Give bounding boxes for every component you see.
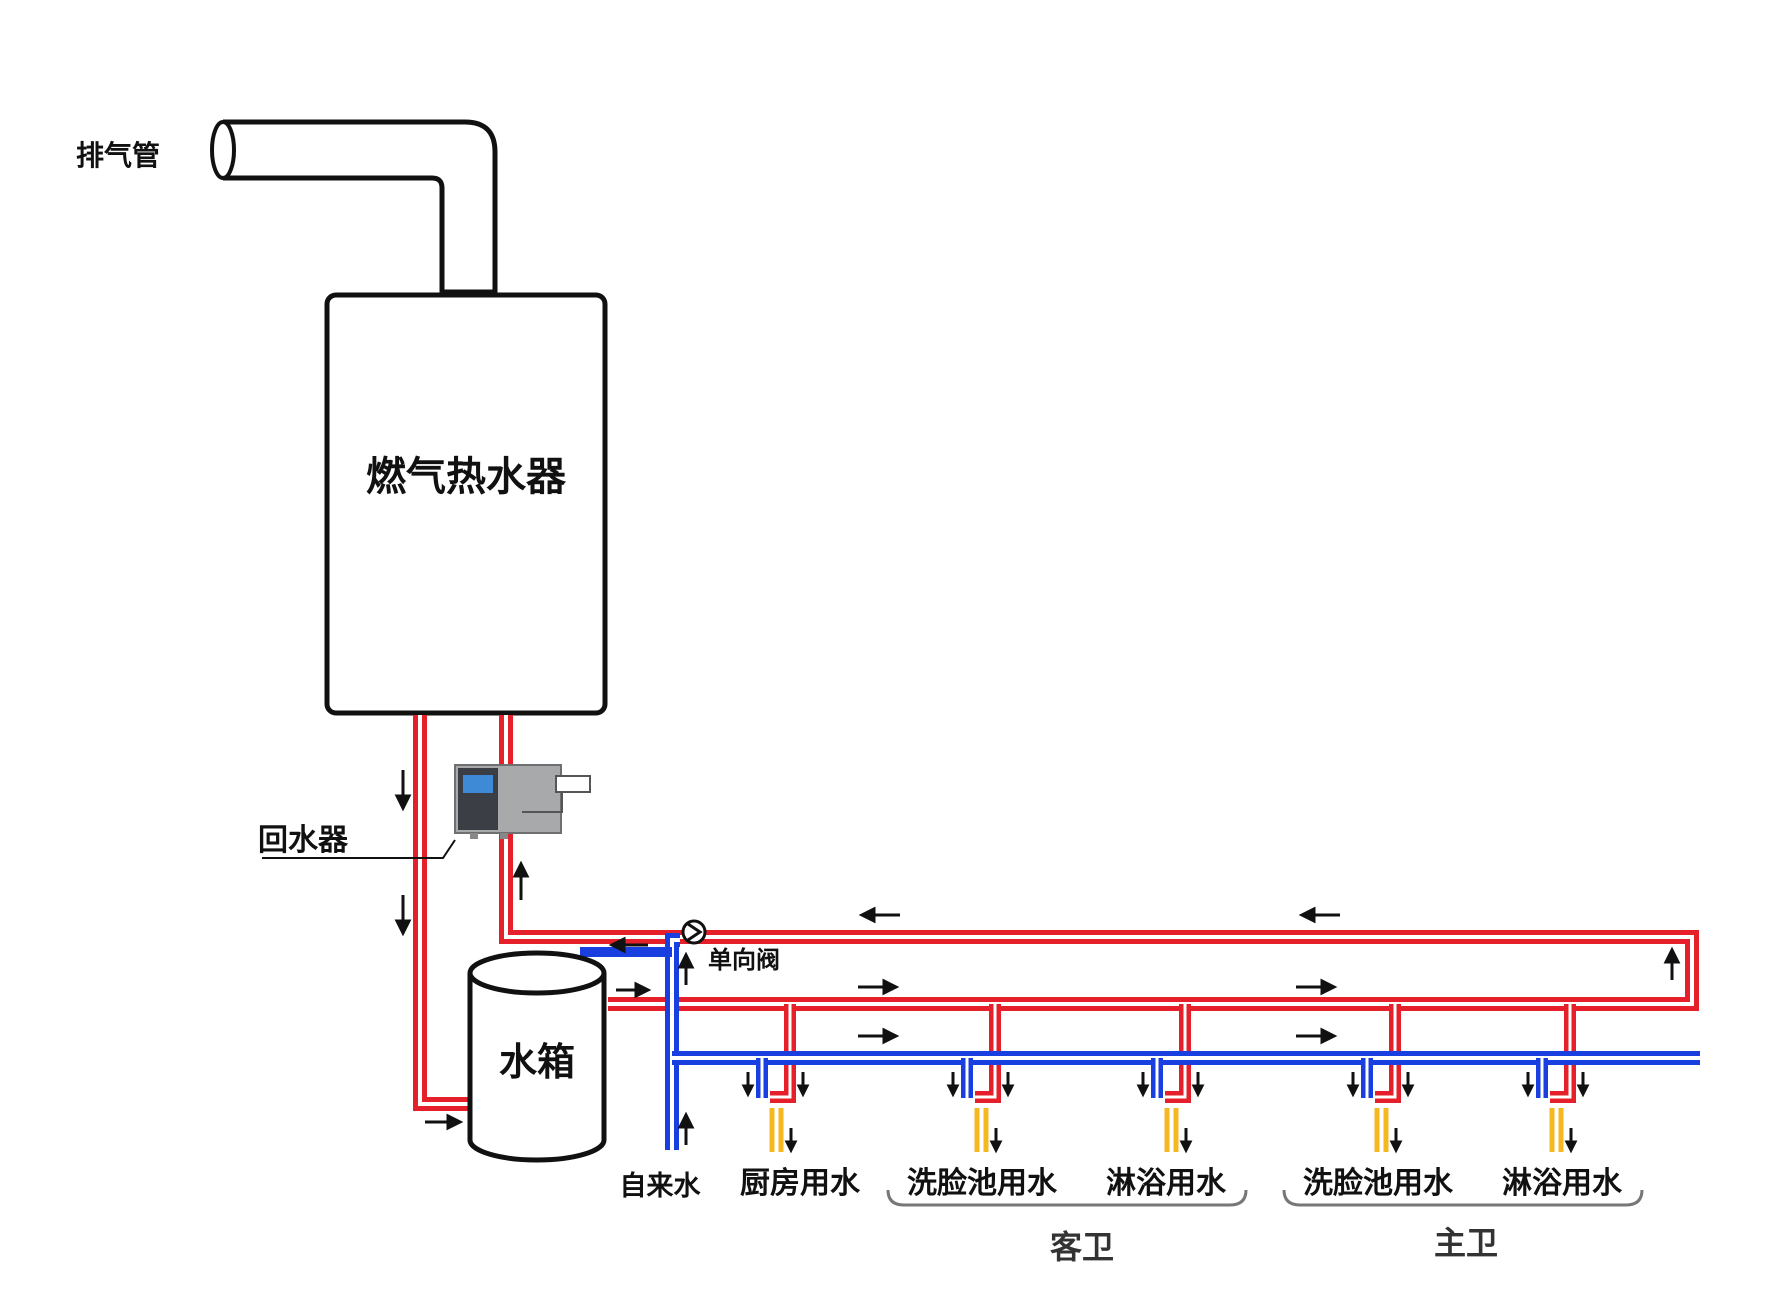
check-valve-label: 单向阀 [708, 946, 780, 974]
check-valve-icon [681, 919, 707, 945]
gas-heater-label: 燃气热水器 [366, 454, 567, 500]
guest-bath-label: 客卫 [1050, 1228, 1114, 1266]
cold-water-pipe [580, 933, 1700, 1150]
master-shower-label: 淋浴用水 [1502, 1166, 1623, 1201]
heater-outlet-pipe [413, 715, 470, 1111]
return-device-leader [262, 839, 456, 859]
water-tank [467, 950, 607, 1163]
gas-heater-body [324, 292, 608, 716]
exhaust-pipe [210, 119, 498, 295]
master-bath-label: 主卫 [1434, 1224, 1498, 1262]
tap-water-label: 自来水 [620, 1170, 702, 1202]
outlet-pipes [769, 1108, 1564, 1152]
guest-shower-label: 淋浴用水 [1106, 1166, 1227, 1201]
master-basin-label: 洗脸池用水 [1303, 1166, 1454, 1201]
master-bath-brace [1282, 1189, 1644, 1207]
guest-basin-label: 洗脸池用水 [907, 1166, 1058, 1201]
kitchen-water-label: 厨房用水 [740, 1166, 861, 1201]
cold-branches [756, 1058, 1548, 1098]
hot-branches [770, 1004, 1576, 1103]
flow-arrows [394, 770, 1681, 1154]
exhaust-pipe-label: 排气管 [76, 139, 160, 172]
guest-bath-brace [886, 1189, 1248, 1207]
return-device [454, 764, 591, 839]
return-device-label: 回水器 [258, 823, 349, 858]
return-loop-pipe [499, 715, 1699, 1011]
water-tank-label: 水箱 [499, 1040, 575, 1084]
